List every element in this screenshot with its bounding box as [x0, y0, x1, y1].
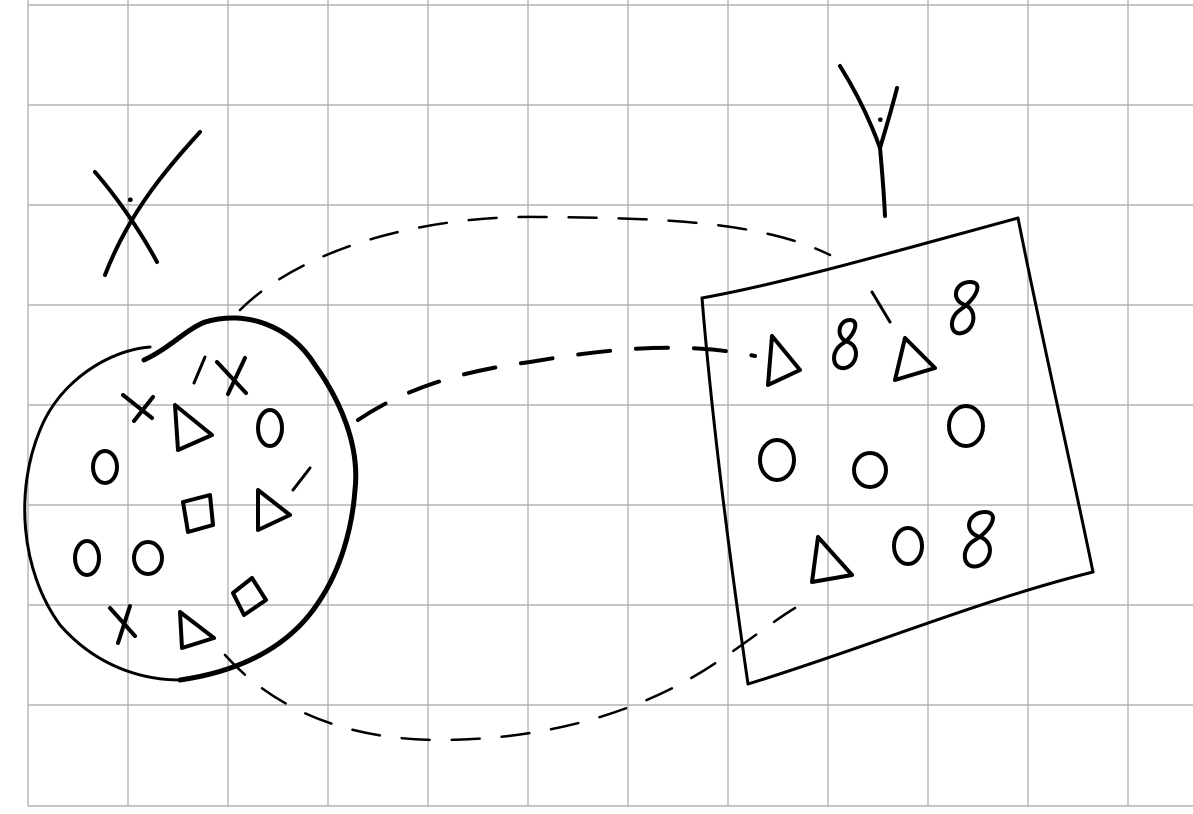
x-triangle-shape [256, 488, 292, 532]
x-circle-shape [256, 408, 284, 448]
svg-text:X: X [130, 199, 131, 201]
x-square-shape [181, 493, 215, 534]
x-triangle-shape [178, 610, 216, 650]
y-circle-shape [758, 438, 796, 482]
set-x-elements [73, 355, 312, 650]
x-circle-shape [132, 540, 164, 576]
y-circle-shape [852, 451, 888, 489]
set-x-region [23, 315, 359, 683]
y-eight-shape [950, 280, 980, 336]
x-circle-shape [91, 449, 119, 485]
x-cross-shape [121, 393, 155, 423]
graph-paper-grid [27, 0, 1193, 807]
x-square-shape [231, 576, 268, 617]
middle-dashed-line [356, 345, 757, 422]
set-y-label: Y [838, 64, 899, 218]
set-x-label: X [93, 130, 202, 277]
upper-dashed-arc [238, 215, 832, 312]
svg-text:Y: Y [880, 119, 881, 121]
y-triangle-shape [810, 535, 854, 584]
y-eight-shape [832, 318, 858, 371]
x-cross-shape [192, 355, 248, 396]
x-cross-shape [108, 604, 137, 645]
y-triangle-shape [766, 334, 802, 387]
y-triangle-shape [893, 336, 937, 382]
lower-dashed-arc [223, 606, 797, 742]
set-y-elements [758, 280, 995, 584]
x-triangle-shape [173, 403, 214, 452]
y-eight-shape [962, 510, 995, 569]
y-circle-shape [892, 526, 924, 566]
y-circle-shape [947, 404, 985, 448]
mapping-dashed-lines [223, 215, 832, 742]
x-circle-shape [73, 539, 101, 577]
